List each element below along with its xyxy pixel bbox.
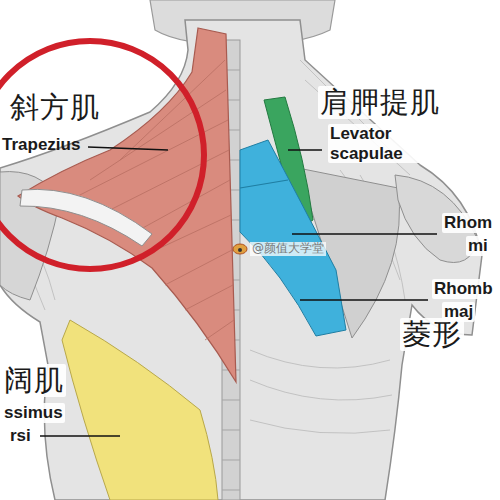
latissimus-dorsi-muscle <box>62 320 218 500</box>
highlight-circle: 斜方肌 Trapezius <box>0 35 210 275</box>
muscle-name-zh: 斜方肌 <box>10 91 100 124</box>
muscle-label: 肩胛提肌 <box>318 86 442 119</box>
scapular-spine <box>20 189 152 246</box>
muscle-label: Rhomb <box>432 279 495 299</box>
outline <box>0 35 210 275</box>
rhomboid-divider <box>240 180 288 188</box>
muscle-label: rsi <box>8 426 33 446</box>
muscle-label: 阔肌 <box>2 364 66 397</box>
muscle-name-en: Trapezius <box>2 135 80 155</box>
watermark-icon <box>233 244 247 254</box>
leader-lines <box>40 147 437 436</box>
muscle-label: 菱形 <box>400 318 464 351</box>
muscle-label: Levator scapulae <box>328 124 432 163</box>
trapezius-muscle <box>18 28 236 382</box>
watermark: @颜值大学堂 <box>250 242 326 256</box>
highlight-circle-outline <box>0 41 204 269</box>
back-silhouette <box>0 20 482 500</box>
muscle-label: ssimus <box>2 403 65 423</box>
muscle-label: mi <box>466 236 490 256</box>
rhomboid-muscle <box>240 140 346 336</box>
muscle-label: Rhom <box>442 213 494 233</box>
